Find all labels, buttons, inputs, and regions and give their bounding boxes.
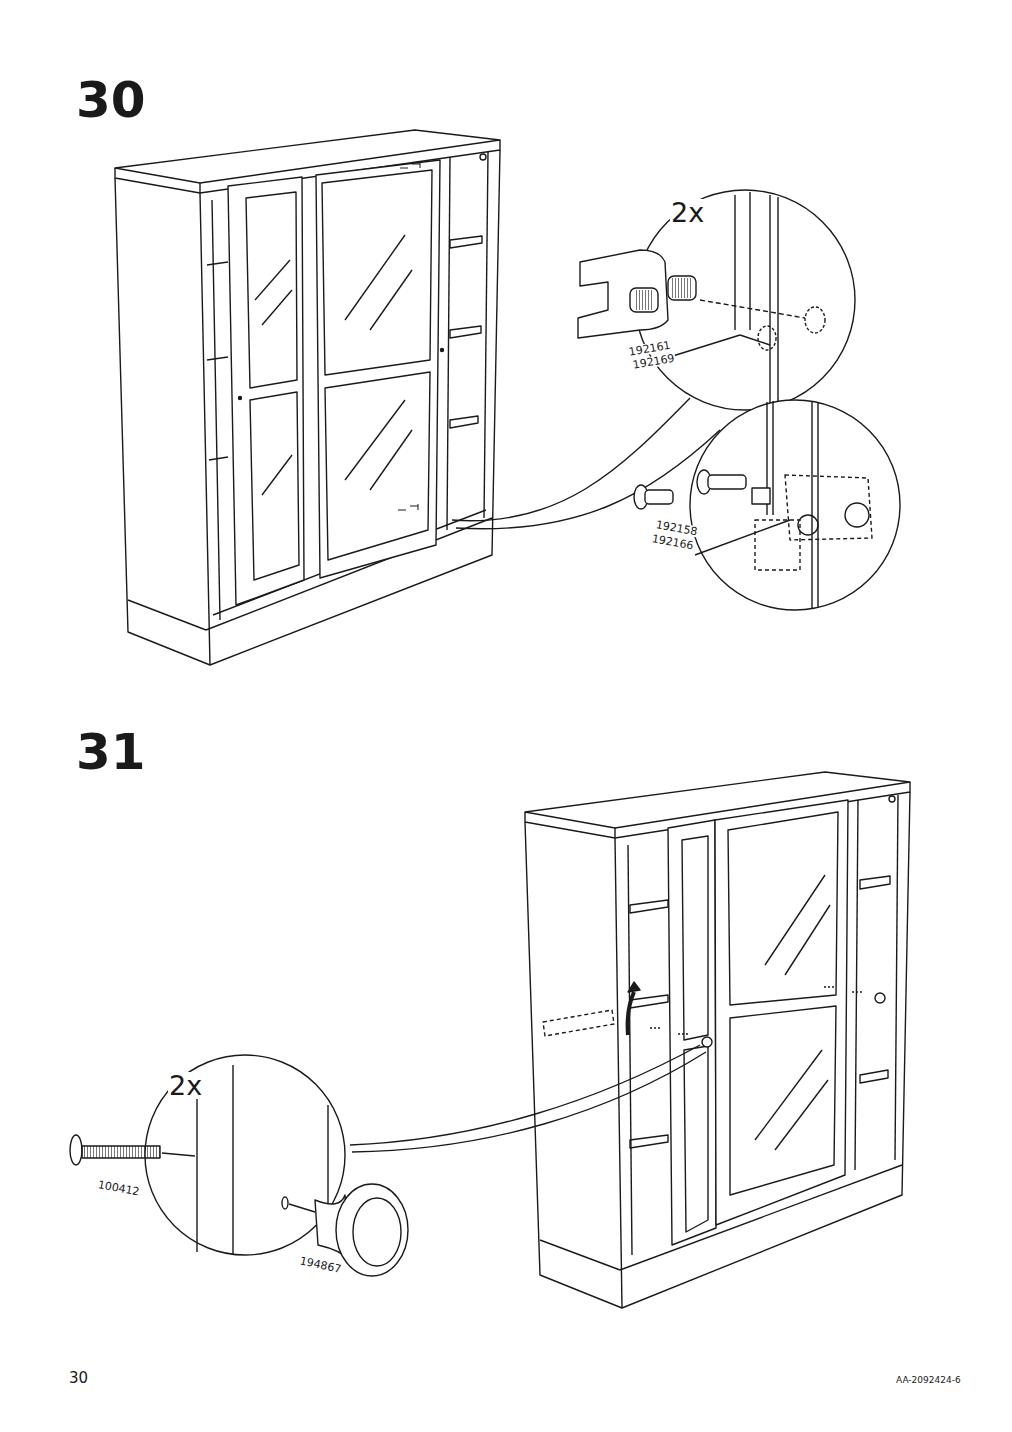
leader-line	[456, 430, 720, 529]
leader-line	[350, 1045, 700, 1145]
part-number: 100412	[96, 1179, 141, 1197]
cabinet-drawing	[115, 130, 500, 665]
detail-circle	[690, 400, 900, 610]
cabinet-drawing	[525, 772, 910, 1308]
page-number: 30	[68, 1371, 89, 1386]
detail-circle	[635, 190, 855, 410]
knob-detail	[70, 1065, 408, 1276]
step-number: 31	[75, 727, 147, 777]
step-number: 30	[75, 75, 147, 125]
cam-bracket-detail	[578, 192, 825, 408]
quantity: 2x	[168, 1072, 203, 1099]
detail-circle	[145, 1055, 345, 1255]
leader-line	[352, 1052, 706, 1152]
part-number: 194867	[298, 1255, 343, 1275]
pin-detail	[634, 401, 872, 608]
document-code: AA-2092424-6	[895, 1376, 962, 1385]
quantity: 2x	[670, 199, 705, 226]
leader-line	[452, 398, 690, 521]
